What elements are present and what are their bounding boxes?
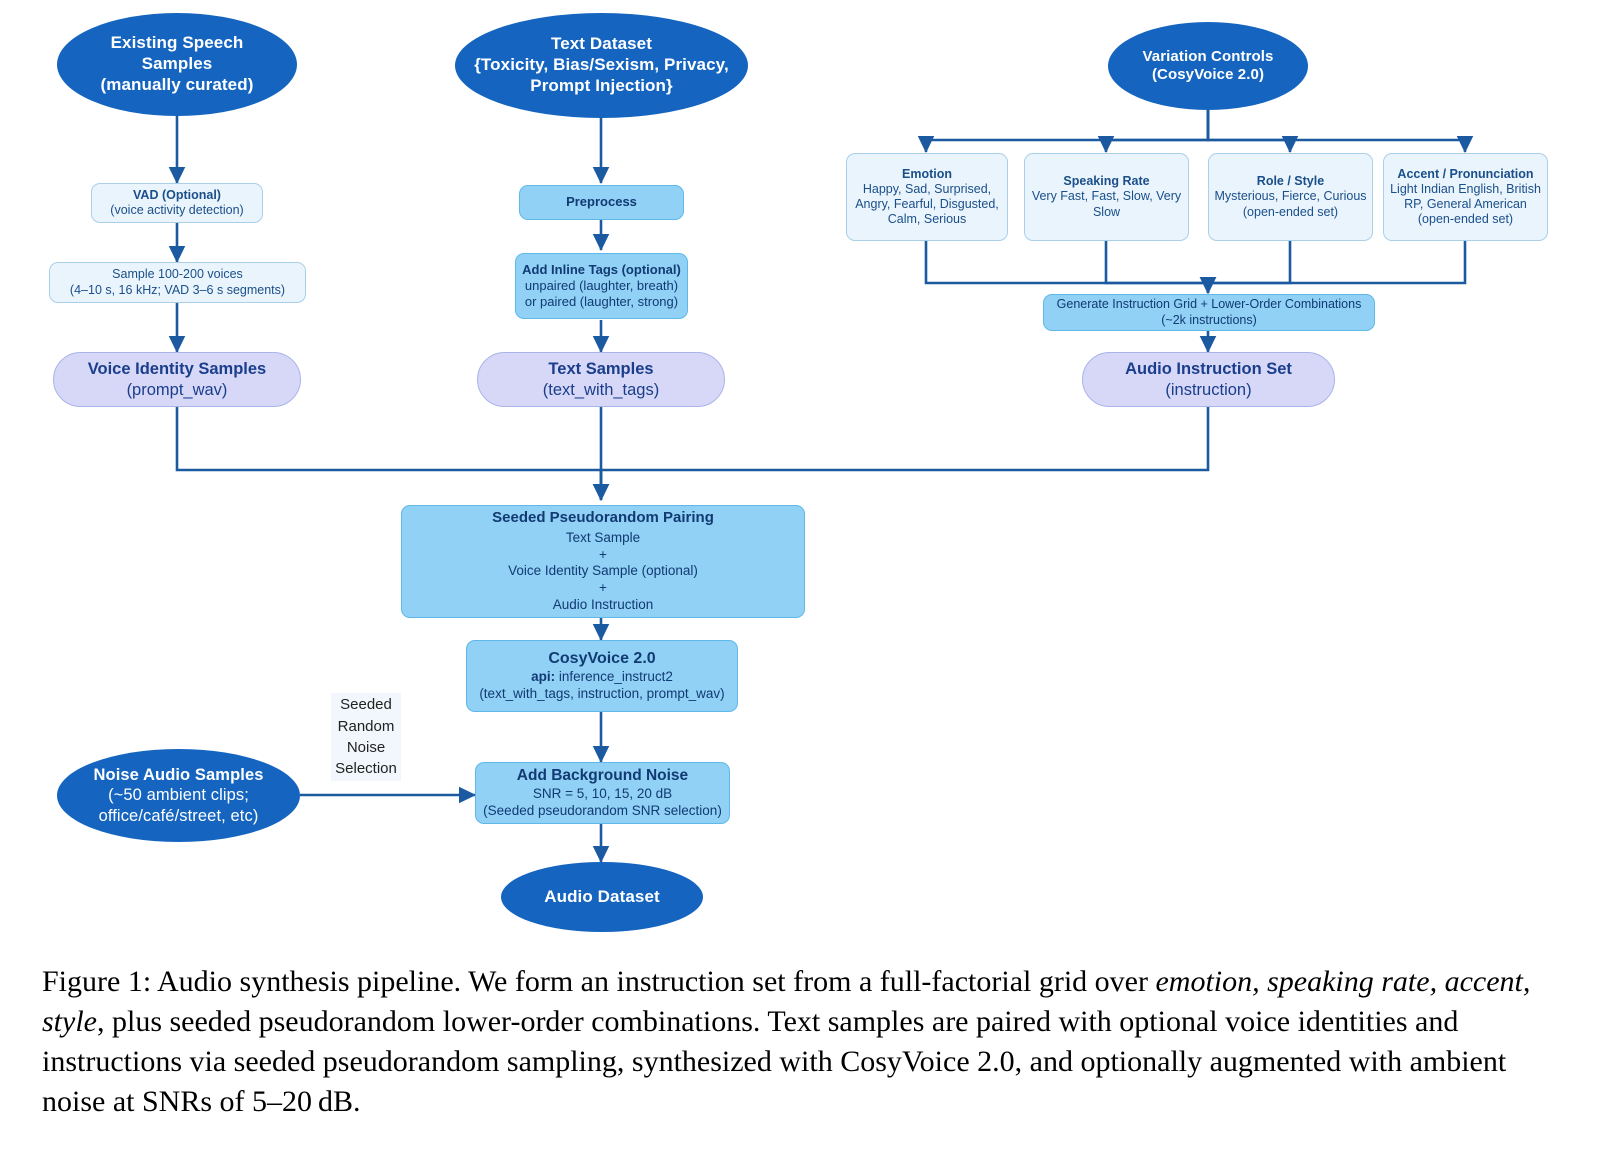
caption-emphasis: emotion, speaking rate, accent, style bbox=[42, 965, 1531, 1038]
inline-tags-line3: or paired (laughter, strong) bbox=[524, 294, 679, 310]
node-add-inline-tags: Add Inline Tags (optional) unpaired (lau… bbox=[515, 253, 688, 319]
text-dataset-line2: {Toxicity, Bias/Sexism, Privacy, bbox=[474, 55, 729, 75]
node-add-background-noise: Add Background Noise SNR = 5, 10, 15, 20… bbox=[475, 762, 730, 824]
node-seeded-pseudorandom-pairing: Seeded Pseudorandom Pairing Text Sample … bbox=[401, 505, 805, 618]
caption-prefix: Figure 1: bbox=[42, 965, 152, 998]
audio-dataset-title: Audio Dataset bbox=[544, 886, 660, 906]
node-vad: VAD (Optional) (voice activity detection… bbox=[91, 183, 263, 223]
node-text-samples: Text Samples (text_with_tags) bbox=[477, 352, 725, 407]
role-style-line2: Mysterious, Fierce, Curious bbox=[1214, 189, 1367, 204]
audio-instruction-set-title: Audio Instruction Set bbox=[1125, 359, 1292, 378]
add-noise-line2: SNR = 5, 10, 15, 20 dB bbox=[532, 785, 673, 801]
noise-note-line3: Noise bbox=[346, 739, 386, 756]
node-preprocess: Preprocess bbox=[519, 185, 684, 220]
node-speaking-rate: Speaking Rate Very Fast, Fast, Slow, Ver… bbox=[1024, 153, 1189, 241]
accent-line3: RP, General American bbox=[1404, 197, 1527, 211]
caption-part2: , plus seeded pseudorandom lower-order c… bbox=[42, 1004, 1507, 1118]
accent-title: Accent / Pronunciation bbox=[1397, 166, 1534, 181]
voice-identity-title: Voice Identity Samples bbox=[87, 359, 267, 378]
emotion-title: Emotion bbox=[902, 166, 952, 181]
node-cosyvoice: CosyVoice 2.0 api: inference_instruct2 (… bbox=[466, 640, 738, 712]
pairing-line3: + bbox=[599, 546, 607, 562]
preprocess-title: Preprocess bbox=[566, 194, 637, 210]
node-generate-instruction-grid: Generate Instruction Grid + Lower-Order … bbox=[1043, 294, 1375, 331]
voice-identity-sub: (prompt_wav) bbox=[126, 380, 228, 399]
node-voice-identity-samples: Voice Identity Samples (prompt_wav) bbox=[53, 352, 301, 407]
cosyvoice-args: (text_with_tags, instruction, prompt_wav… bbox=[479, 686, 725, 701]
noise-note-line2: Random bbox=[337, 717, 395, 735]
sample-voices-line1: Sample 100-200 voices bbox=[112, 267, 243, 282]
speaking-rate-line3: Slow bbox=[1092, 204, 1121, 219]
text-dataset-line1: Text Dataset bbox=[550, 34, 653, 54]
node-accent-pronunciation: Accent / Pronunciation Light Indian Engl… bbox=[1383, 153, 1548, 241]
figure-caption: Figure 1: Audio synthesis pipeline. We f… bbox=[42, 962, 1558, 1122]
emotion-line2: Happy, Sad, Surprised, bbox=[862, 181, 992, 196]
text-samples-sub: (text_with_tags) bbox=[542, 380, 660, 399]
existing-speech-line2: Samples bbox=[141, 54, 213, 74]
noise-note-line1: Seeded bbox=[340, 696, 392, 714]
pairing-line2: Text Sample bbox=[565, 529, 641, 545]
sample-voices-line2: (4–10 s, 16 kHz; VAD 3–6 s segments) bbox=[69, 282, 286, 297]
emotion-line4: Calm, Serious bbox=[887, 212, 967, 227]
variation-controls-line1: Variation Controls bbox=[1142, 47, 1274, 65]
instruction-grid-line1: Generate Instruction Grid + Lower-Order … bbox=[1056, 296, 1362, 311]
noise-note-line4: Selection bbox=[335, 760, 397, 778]
emotion-line3: Angry, Fearful, Disgusted, bbox=[855, 197, 999, 211]
caption-part1: Audio synthesis pipeline. We form an ins… bbox=[151, 965, 1156, 998]
speaking-rate-line2: Very Fast, Fast, Slow, Very bbox=[1031, 189, 1182, 204]
text-samples-title: Text Samples bbox=[548, 359, 654, 378]
instruction-grid-line2: (~2k instructions) bbox=[1161, 312, 1257, 327]
add-noise-title: Add Background Noise bbox=[516, 767, 689, 785]
node-audio-dataset: Audio Dataset bbox=[501, 862, 703, 932]
cosyvoice-api-value: inference_instruct2 bbox=[555, 669, 673, 685]
variation-controls-line2: (CosyVoice 2.0) bbox=[1151, 66, 1265, 83]
vad-sub: (voice activity detection) bbox=[110, 203, 244, 217]
node-noise-audio-samples: Noise Audio Samples (~50 ambient clips; … bbox=[57, 749, 300, 842]
pairing-title: Seeded Pseudorandom Pairing bbox=[492, 508, 714, 526]
note-seeded-random-noise-selection: Seeded Random Noise Selection bbox=[331, 693, 401, 781]
pairing-line5: + bbox=[599, 580, 607, 596]
node-emotion: Emotion Happy, Sad, Surprised, Angry, Fe… bbox=[846, 153, 1008, 241]
text-dataset-line3: Prompt Injection} bbox=[530, 75, 673, 95]
existing-speech-line1: Existing Speech bbox=[110, 33, 244, 53]
noise-samples-line1: Noise Audio Samples bbox=[93, 766, 264, 785]
cosyvoice-api-label: api: bbox=[531, 669, 556, 685]
accent-line2: Light Indian English, British bbox=[1390, 181, 1541, 196]
accent-line4: (open-ended set) bbox=[1417, 212, 1514, 227]
node-audio-instruction-set: Audio Instruction Set (instruction) bbox=[1082, 352, 1335, 407]
cosyvoice-title: CosyVoice 2.0 bbox=[548, 650, 656, 668]
audio-instruction-set-sub: (instruction) bbox=[1165, 380, 1252, 399]
inline-tags-line2: unpaired (laughter, breath) bbox=[524, 277, 679, 293]
inline-tags-title: Add Inline Tags (optional) bbox=[522, 261, 681, 277]
role-style-line3: (open-ended set) bbox=[1242, 204, 1339, 219]
speaking-rate-title: Speaking Rate bbox=[1063, 174, 1150, 189]
pairing-line4: Voice Identity Sample (optional) bbox=[508, 563, 698, 579]
node-role-style: Role / Style Mysterious, Fierce, Curious… bbox=[1208, 153, 1373, 241]
pairing-line6: Audio Instruction bbox=[552, 597, 654, 613]
add-noise-line3: (Seeded pseudorandom SNR selection) bbox=[483, 802, 722, 818]
existing-speech-line3: (manually curated) bbox=[100, 74, 254, 94]
vad-title: VAD (Optional) bbox=[133, 187, 221, 202]
role-style-title: Role / Style bbox=[1256, 174, 1325, 189]
noise-samples-line2: (~50 ambient clips; bbox=[108, 786, 249, 805]
cosyvoice-api-row: api: inference_instruct2 bbox=[531, 669, 673, 686]
node-existing-speech-samples: Existing Speech Samples (manually curate… bbox=[57, 13, 297, 116]
node-sample-voices: Sample 100-200 voices (4–10 s, 16 kHz; V… bbox=[49, 262, 306, 303]
noise-samples-line3: office/café/street, etc) bbox=[98, 806, 259, 825]
node-text-dataset: Text Dataset {Toxicity, Bias/Sexism, Pri… bbox=[455, 13, 748, 118]
node-variation-controls: Variation Controls (CosyVoice 2.0) bbox=[1108, 22, 1308, 110]
